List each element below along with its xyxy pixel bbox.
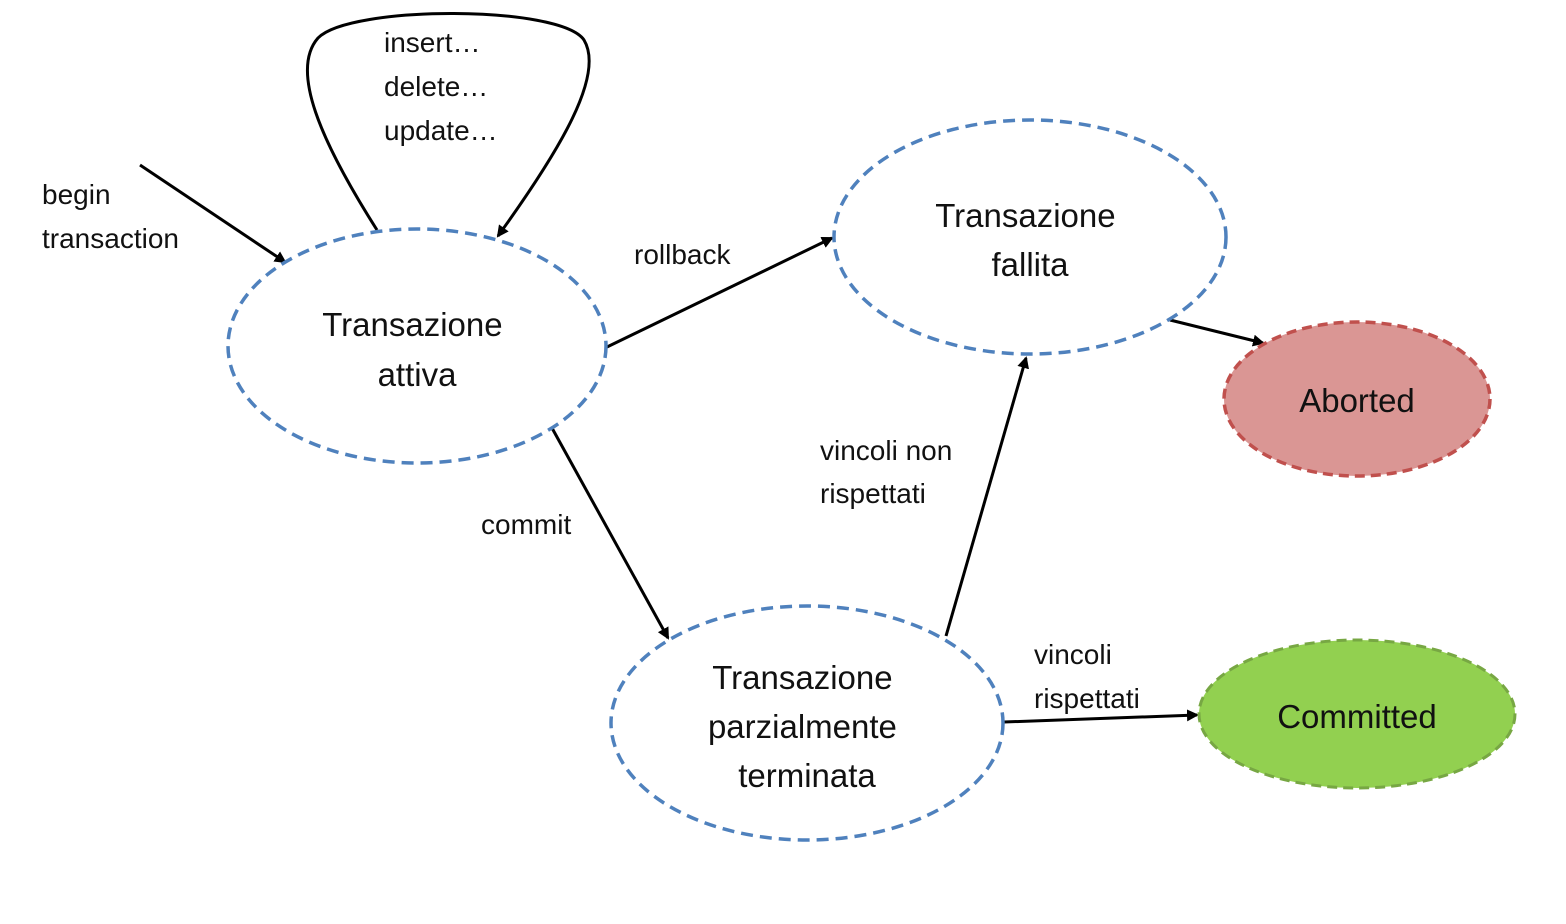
- state-aborted-line-1: Aborted: [1299, 382, 1415, 419]
- constraints-respected-arrow: [1003, 709, 1199, 724]
- commit-label: commit: [481, 509, 571, 540]
- state-partial-line-3: terminata: [738, 757, 876, 794]
- begin-line-1: begin: [42, 179, 111, 210]
- constraints-respected-label: vincoli rispettati: [1034, 639, 1140, 714]
- self-loop-label: insert… delete… update…: [384, 27, 498, 146]
- state-failed-line-1: Transazione: [935, 197, 1115, 234]
- self-loop-line-2: delete…: [384, 71, 488, 102]
- rollback-line-1: rollback: [634, 239, 731, 270]
- state-active-line-1: Transazione: [322, 306, 502, 343]
- state-partially-committed-label: Transazione parzialmente terminata: [708, 659, 906, 794]
- commit-line-1: commit: [481, 509, 571, 540]
- state-aborted: [1222, 320, 1492, 478]
- commit-arrow: [550, 427, 670, 640]
- violated-line-2: rispettati: [820, 478, 926, 509]
- fail-to-abort-arrow: [1169, 318, 1265, 347]
- begin-line-2: transaction: [42, 223, 179, 254]
- state-active-line-2: attiva: [378, 356, 458, 393]
- state-failed-label: Transazione fallita: [935, 197, 1125, 283]
- state-failed-line-2: fallita: [991, 246, 1069, 283]
- state-committed-label: Committed: [1277, 698, 1437, 735]
- respected-line-1: vincoli: [1034, 639, 1112, 670]
- state-committed: [1197, 638, 1517, 790]
- constraints-violated-label: vincoli non rispettati: [820, 435, 960, 509]
- respected-line-2: rispettati: [1034, 683, 1140, 714]
- self-loop-line-1: insert…: [384, 27, 480, 58]
- state-partial-line-2: parzialmente: [708, 708, 897, 745]
- begin-transaction-arrow: [139, 163, 287, 264]
- state-aborted-label: Aborted: [1299, 382, 1415, 419]
- state-committed-line-1: Committed: [1277, 698, 1437, 735]
- violated-line-1: vincoli non: [820, 435, 952, 466]
- self-loop-arrow: [305, 12, 591, 238]
- rollback-arrow: [606, 236, 834, 349]
- self-loop-line-3: update…: [384, 115, 498, 146]
- state-active-label: Transazione attiva: [322, 306, 512, 393]
- state-partial-line-1: Transazione: [712, 659, 892, 696]
- rollback-label: rollback: [634, 239, 731, 270]
- constraints-violated-arrow: [944, 356, 1030, 637]
- state-partially-committed: [609, 604, 1005, 842]
- state-failed: [832, 118, 1228, 356]
- state-active: [226, 227, 608, 465]
- begin-transaction-label: begin transaction: [42, 179, 179, 254]
